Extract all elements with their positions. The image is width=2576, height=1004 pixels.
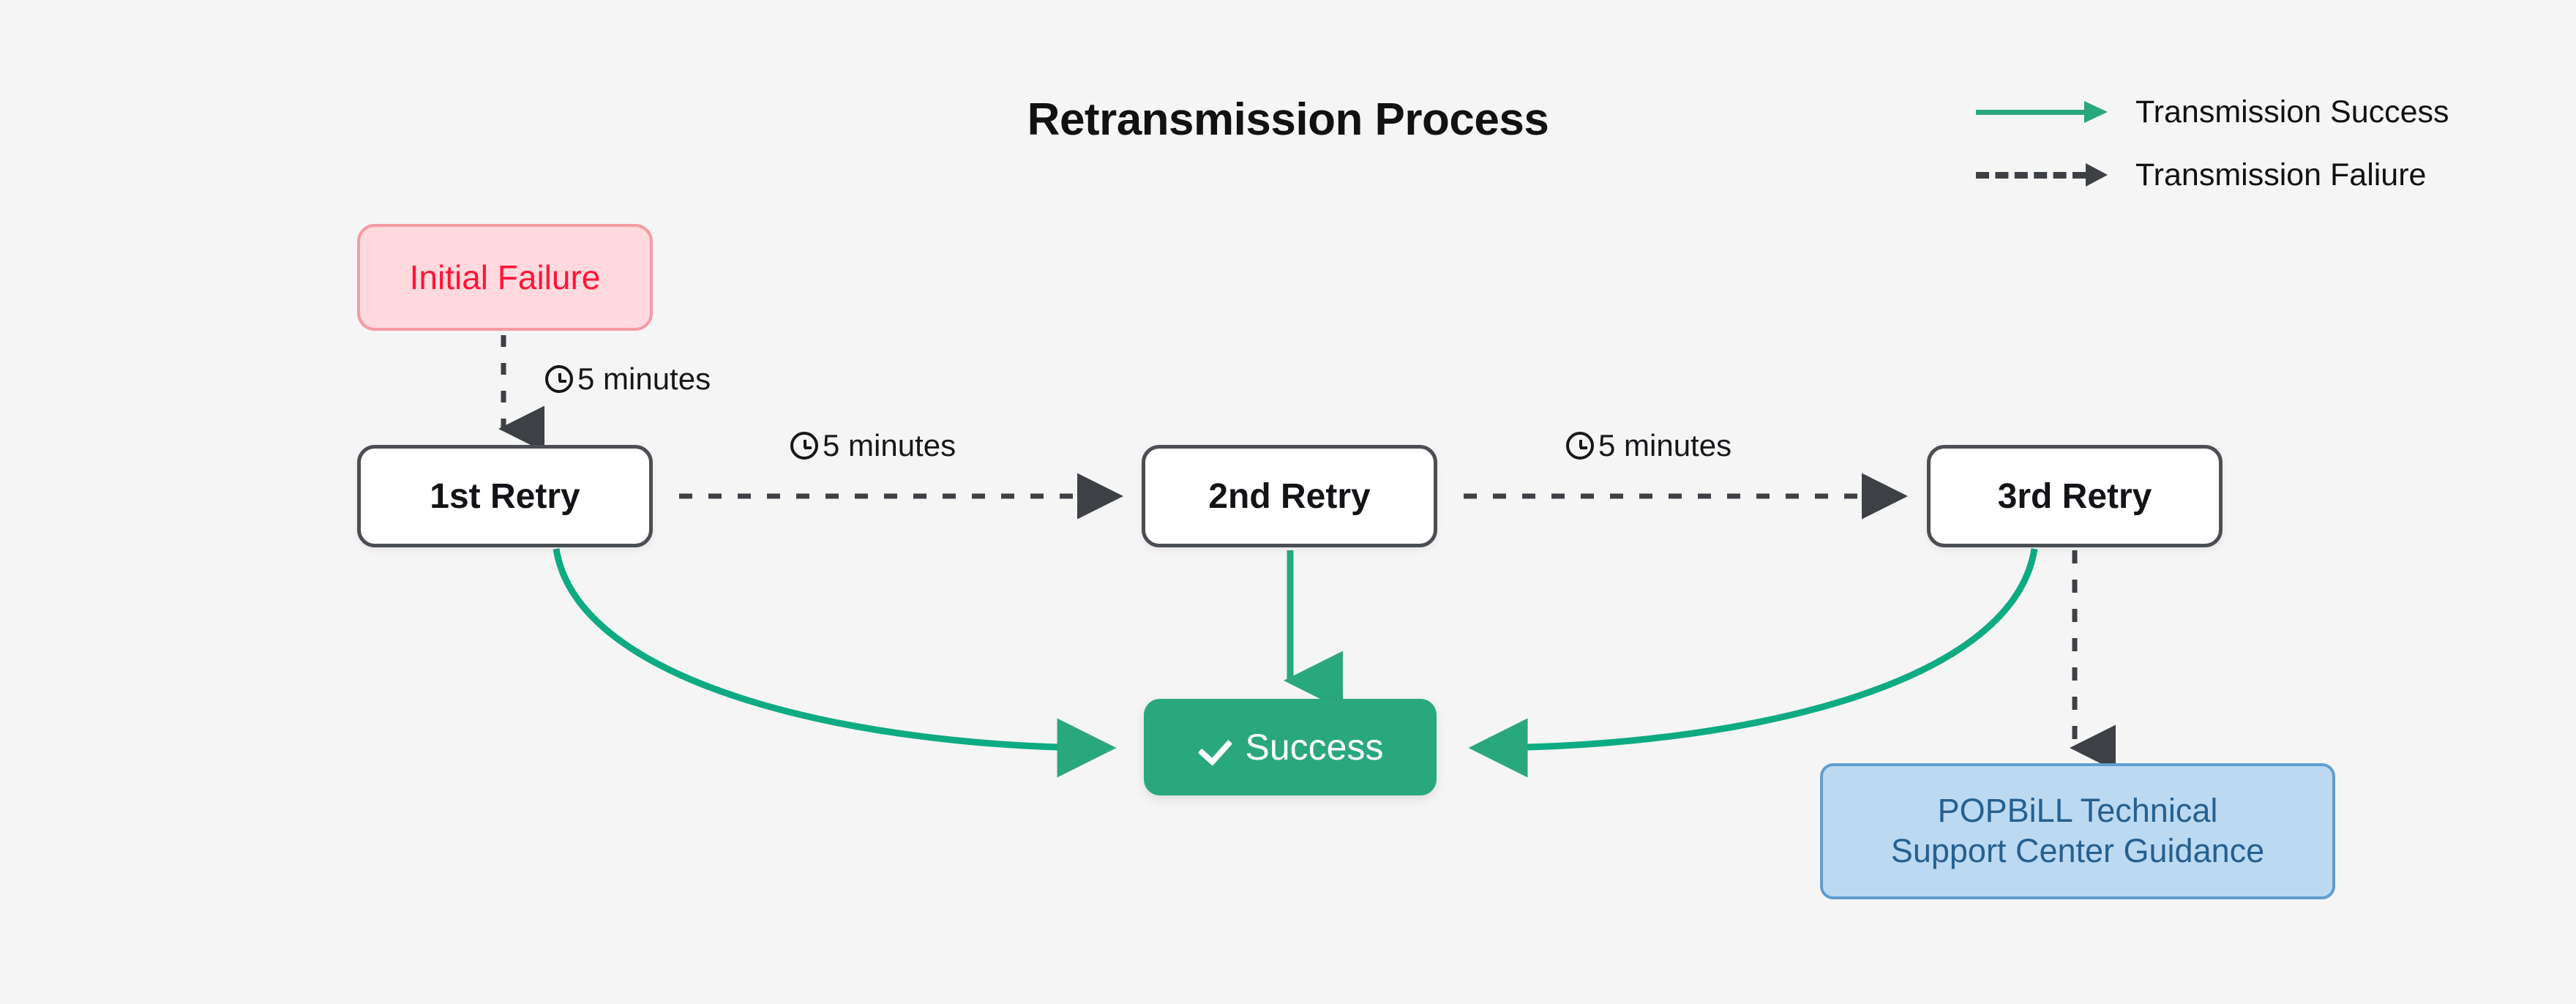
node-support-center-guidance[interactable]: POPBiLL Technical Support Center Guidanc… xyxy=(1820,763,2335,899)
edge-retry3-to-success xyxy=(1468,548,2038,778)
node-label: Initial Failure xyxy=(409,258,601,296)
edge-label-text: 5 minutes xyxy=(1598,428,1732,462)
legend-item-transmission-success: Transmission Success xyxy=(1976,80,2576,143)
node-label-line2: Support Center Guidance xyxy=(1890,832,2265,869)
edge-retry1-to-success xyxy=(553,548,1117,778)
node-label: 1st Retry xyxy=(430,476,580,516)
node-retry-1[interactable]: 1st Retry xyxy=(357,445,653,547)
legend: Transmission Success Transmission Faliur… xyxy=(1976,80,2576,206)
legend-item-transmission-failure: Transmission Faliure xyxy=(1976,143,2576,206)
node-label-line1: POPBiLL Technical xyxy=(1937,792,2218,830)
clock-icon xyxy=(790,432,818,460)
check-icon xyxy=(1197,730,1231,764)
legend-label-success: Transmission Success xyxy=(2135,94,2449,130)
legend-label-failure: Transmission Faliure xyxy=(2135,157,2427,192)
node-retry-3[interactable]: 3rd Retry xyxy=(1927,445,2223,547)
node-retry-2[interactable]: 2nd Retry xyxy=(1142,445,1437,547)
edge-label-text: 5 minutes xyxy=(823,428,956,462)
clock-icon xyxy=(545,365,573,393)
solid-arrow-right-icon xyxy=(1976,97,2122,127)
edge-label-retry1-to-retry2: 5 minutes xyxy=(790,428,956,463)
edge-label-retry2-to-retry3: 5 minutes xyxy=(1566,428,1731,463)
node-label: 2nd Retry xyxy=(1208,476,1371,516)
node-success[interactable]: Success xyxy=(1144,699,1437,795)
node-label: Success xyxy=(1245,727,1384,768)
edge-label-text: 5 minutes xyxy=(577,361,711,396)
page-title: Retransmission Process xyxy=(1027,94,1549,145)
edge-label-initial-to-retry1: 5 minutes xyxy=(545,361,711,397)
node-label: 3rd Retry xyxy=(1997,476,2152,516)
node-initial-failure[interactable]: Initial Failure xyxy=(357,224,653,331)
clock-icon xyxy=(1566,432,1594,460)
dashed-arrow-right-icon xyxy=(1976,160,2122,190)
